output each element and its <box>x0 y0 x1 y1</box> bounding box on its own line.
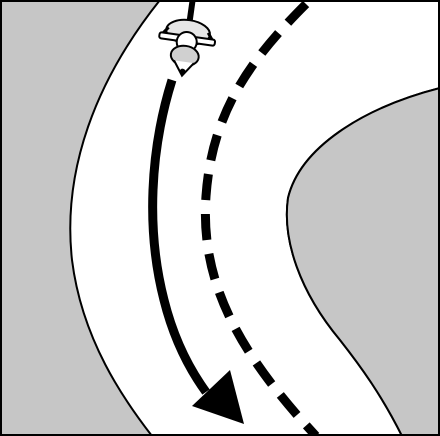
road-curve-diagram <box>0 0 440 436</box>
diagram-canvas <box>0 0 440 436</box>
